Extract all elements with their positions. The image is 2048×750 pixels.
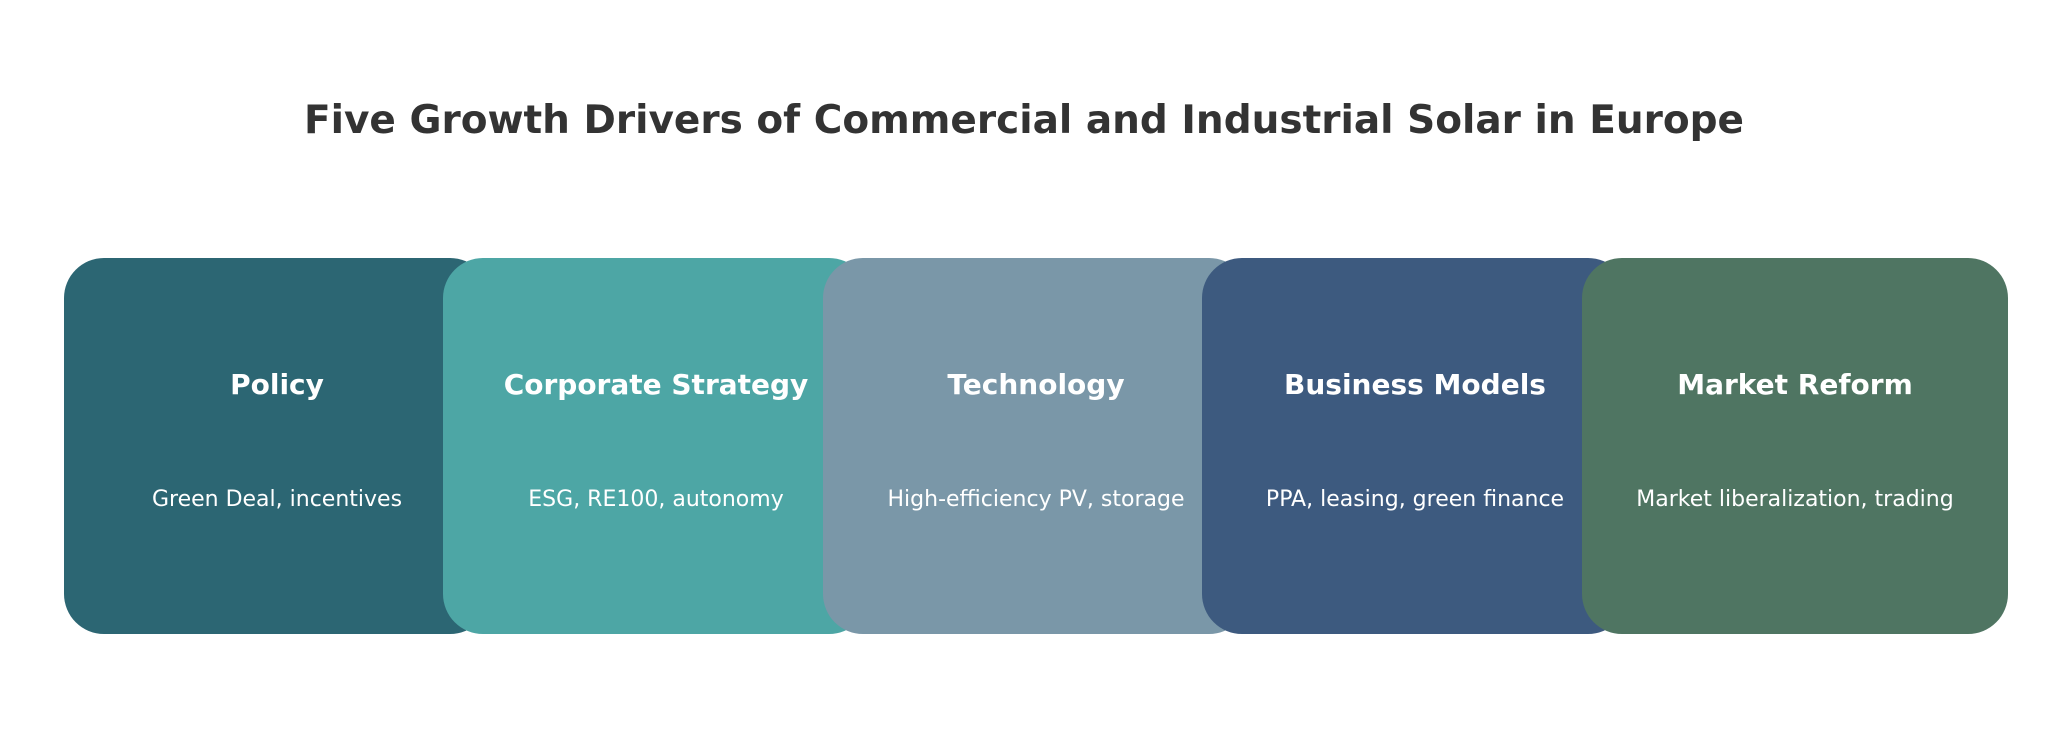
driver-title: Market Reform [1677,368,1913,401]
driver-title: Policy [230,368,324,401]
driver-description: Green Deal, incentives [151,487,403,512]
driver-card-corporate-strategy: Corporate Strategy ESG, RE100, autonomy [443,258,869,634]
driver-title: Business Models [1284,368,1546,401]
driver-card-policy: Policy Green Deal, incentives [64,258,490,634]
driver-description: PPA, leasing, green finance [1265,487,1565,512]
driver-title: Technology [947,368,1125,401]
driver-card-market-reform: Market Reform Market liberalization, tra… [1582,258,2008,634]
diagram-title: Five Growth Drivers of Commercial and In… [304,98,1744,143]
driver-card-business-models: Business Models PPA, leasing, green fina… [1202,258,1628,634]
driver-title: Corporate Strategy [503,368,809,401]
driver-card-technology: Technology High-efficiency PV, storage [823,258,1249,634]
driver-description: ESG, RE100, autonomy [528,487,784,512]
driver-description: Market liberalization, trading [1636,487,1954,512]
driver-description: High-efficiency PV, storage [887,487,1185,512]
